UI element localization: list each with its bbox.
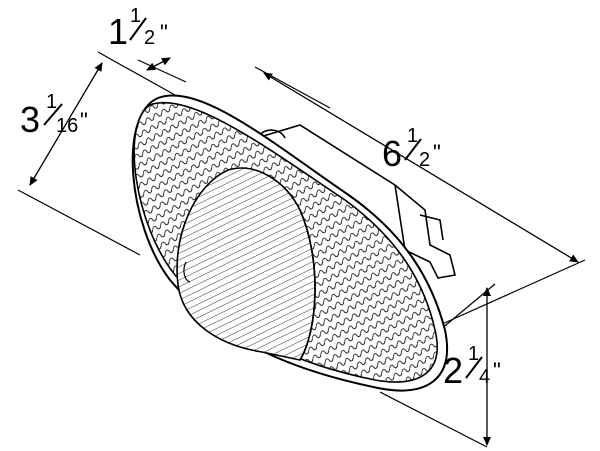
svg-text:4: 4 bbox=[479, 366, 490, 388]
svg-text:": " bbox=[493, 358, 501, 383]
length-dimension-label: 6 1 2 " bbox=[382, 125, 441, 174]
svg-text:1: 1 bbox=[130, 5, 141, 27]
dome-lens bbox=[176, 167, 316, 361]
depth-dimension-arrow bbox=[146, 57, 171, 71]
svg-text:6: 6 bbox=[382, 133, 402, 174]
dome-lens-marking bbox=[183, 261, 191, 283]
length-dimension-arrow bbox=[263, 72, 579, 263]
svg-text:16: 16 bbox=[56, 115, 78, 137]
svg-text:1: 1 bbox=[46, 91, 57, 113]
svg-text:1: 1 bbox=[108, 11, 128, 52]
svg-text:2: 2 bbox=[144, 27, 155, 49]
svg-text:1: 1 bbox=[468, 343, 479, 365]
width-dimension-label: 2 1 4 " bbox=[443, 343, 501, 391]
height-dimension-label: 3 1 16 " bbox=[20, 91, 88, 140]
svg-text:2: 2 bbox=[443, 350, 463, 391]
svg-text:": " bbox=[433, 140, 441, 165]
svg-text:": " bbox=[80, 108, 88, 133]
height-dimension-arrow bbox=[29, 62, 103, 186]
svg-text:1: 1 bbox=[407, 125, 418, 147]
depth-dimension-label: 1 1 2 " bbox=[108, 5, 168, 52]
svg-text:": " bbox=[160, 20, 168, 45]
dimension-arrows bbox=[29, 57, 579, 446]
svg-text:3: 3 bbox=[20, 99, 40, 140]
svg-text:2: 2 bbox=[419, 149, 430, 171]
